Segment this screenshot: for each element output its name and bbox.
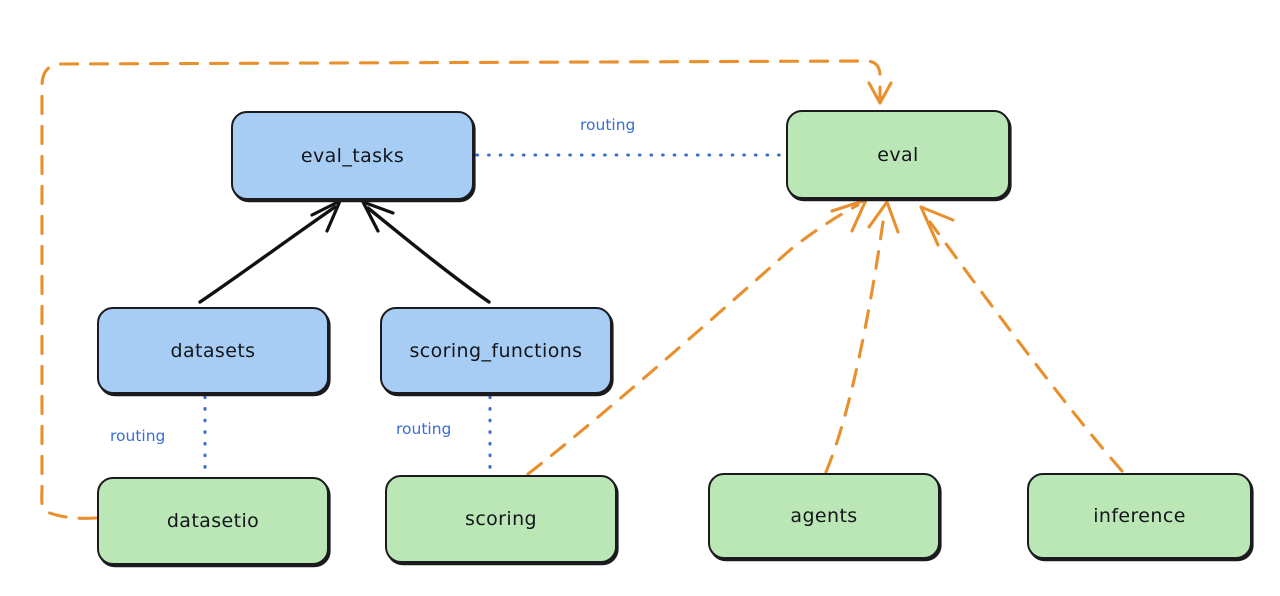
node-scoring-functions[interactable]: scoring_functions (380, 307, 612, 394)
edge-label-routing-eval-tasks-eval: routing (580, 116, 636, 134)
node-label-datasetio: datasetio (166, 510, 260, 532)
edge-label-routing-scoring-functions-scoring: routing (396, 420, 452, 438)
node-inference[interactable]: inference (1027, 473, 1252, 559)
node-agents[interactable]: agents (708, 473, 940, 559)
node-datasetio[interactable]: datasetio (97, 477, 329, 565)
node-label-eval: eval (877, 143, 919, 166)
edge-agents-eval (824, 200, 900, 474)
node-label-eval-tasks: eval_tasks (300, 144, 405, 167)
node-eval-tasks[interactable]: eval_tasks (231, 111, 474, 200)
edge-inference-eval (919, 205, 1124, 473)
edge-datasetio-eval (40, 59, 893, 520)
node-label-datasets: datasets (170, 339, 256, 362)
node-eval[interactable]: eval (786, 110, 1010, 199)
edge-scoring-eval (526, 198, 868, 476)
node-label-scoring: scoring (465, 508, 537, 530)
node-label-agents: agents (790, 505, 858, 527)
edge-label-routing-datasets-datasetio: routing (110, 427, 166, 445)
node-scoring[interactable]: scoring (385, 475, 617, 563)
node-label-scoring-functions: scoring_functions (409, 339, 583, 362)
edge-scoringfunctions-evaltasks (361, 200, 491, 304)
edge-datasets-evaltasks (198, 199, 342, 304)
node-datasets[interactable]: datasets (97, 307, 329, 394)
node-label-inference: inference (1093, 505, 1186, 527)
